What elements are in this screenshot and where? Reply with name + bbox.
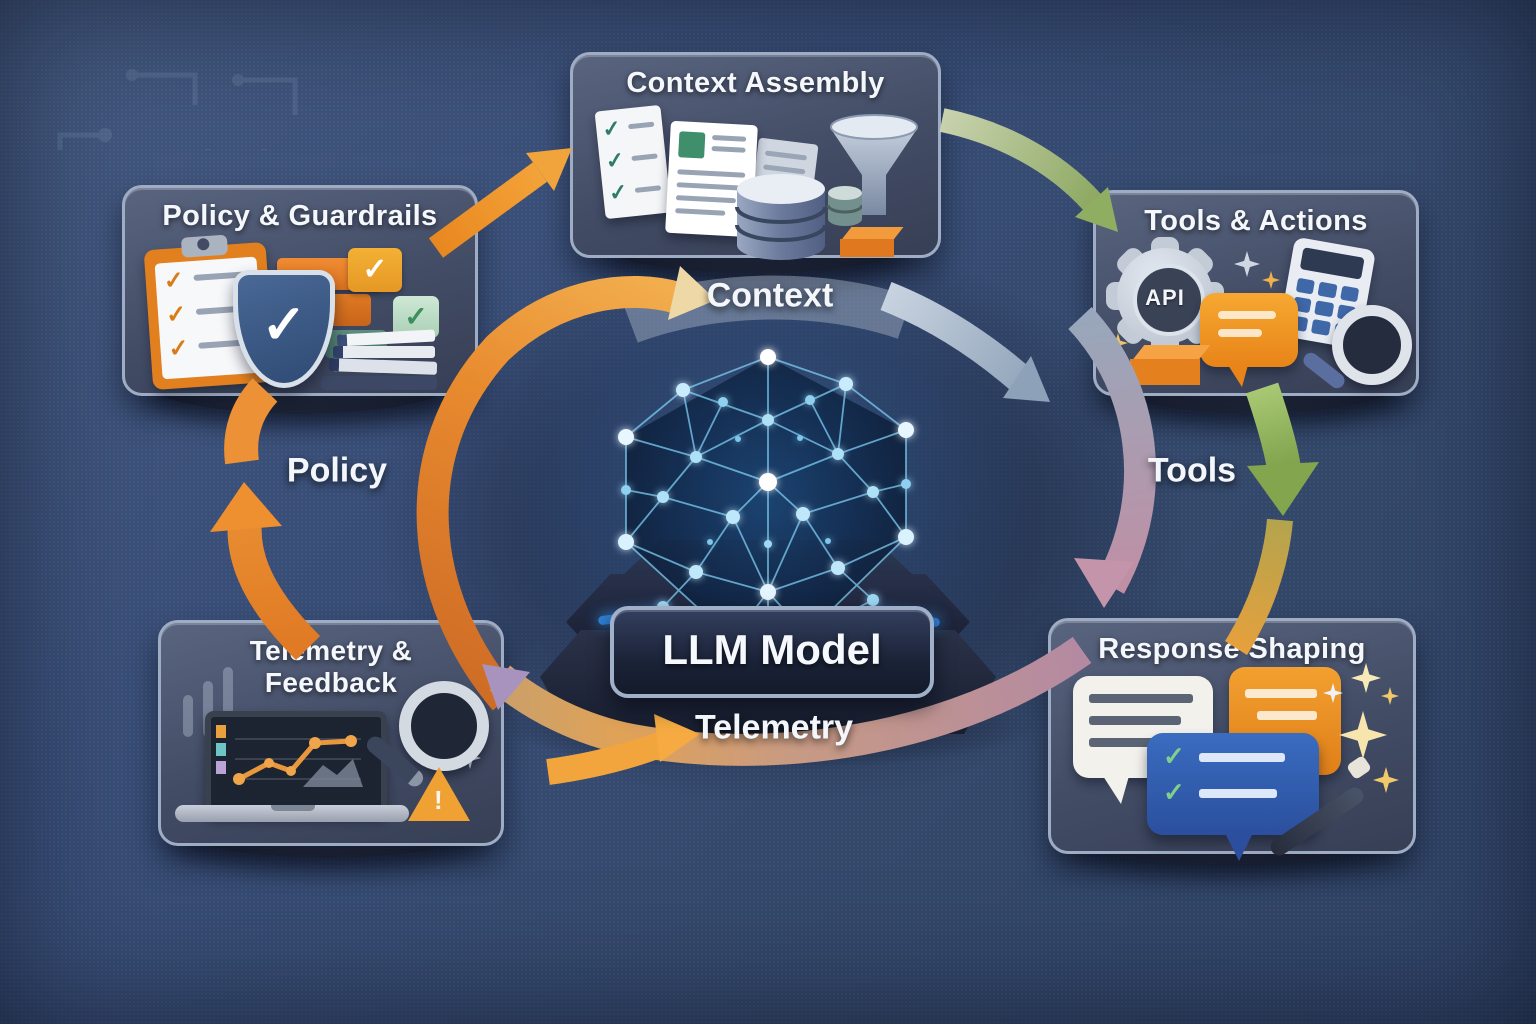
flow-label-policy: Policy: [286, 451, 388, 490]
check-glyph: [604, 147, 625, 175]
check-glyph: [1163, 777, 1185, 808]
laptop-base: [175, 805, 409, 822]
check-glyph: [404, 301, 427, 332]
line-chart-icon: [216, 725, 363, 787]
flow-label-telemetry: Telemetry: [694, 708, 854, 747]
line: [631, 153, 658, 162]
line: [764, 150, 808, 161]
tools-to-response-arrowhead: [1247, 462, 1319, 516]
analytics-laptop-screen: [205, 711, 387, 815]
line: [1218, 329, 1262, 337]
wand-stick: [1267, 784, 1367, 859]
line: [634, 185, 662, 193]
bar: [203, 681, 213, 737]
stage-title-context-assembly: Context Assembly: [626, 67, 885, 99]
magnifier-lens: [399, 681, 489, 771]
check-glyph: [362, 253, 387, 286]
key: [1317, 281, 1338, 299]
magnifier-lens: [1332, 305, 1412, 385]
check-glyph: [1163, 741, 1185, 772]
llm-model-label: LLM Model: [662, 626, 882, 673]
book: [333, 346, 435, 358]
stage-title-policy-guardrails: Policy & Guardrails: [162, 200, 438, 232]
laptop-notch: [271, 805, 315, 811]
api-gear-icon: API: [1106, 237, 1224, 355]
text-bubble-white-icon: [1073, 676, 1213, 804]
bubble-tail: [1225, 833, 1253, 861]
circuit-background: [0, 0, 300, 150]
bar: [183, 695, 193, 737]
flow-label-context: Context: [706, 276, 834, 315]
line: [1089, 738, 1159, 747]
check-glyph: [163, 266, 185, 296]
sparkle-icon: [1262, 271, 1280, 289]
triangle: [408, 767, 470, 821]
exclamation-glyph: !: [434, 785, 443, 815]
stage-response-shaping: Response Shaping: [1048, 618, 1416, 861]
context-to-tools-arrow: [939, 108, 1101, 211]
line: [675, 195, 737, 204]
telemetry-to-policy-arrowhead: [210, 482, 282, 532]
line: [628, 121, 655, 130]
checklist-bubble-blue-icon: [1147, 733, 1319, 861]
check-glyph: [165, 300, 187, 330]
line: [1199, 789, 1277, 798]
check-glyph: [261, 295, 306, 355]
line: [1245, 689, 1317, 698]
line: [1199, 753, 1285, 762]
stage-policy-guardrails: Policy & Guardrails: [122, 185, 478, 396]
magic-wand-icon: [1267, 751, 1393, 859]
line: [1257, 711, 1317, 720]
speech-bubble-icon: [1200, 293, 1298, 387]
line: [711, 145, 746, 153]
bar: [223, 667, 233, 737]
key: [1339, 285, 1360, 303]
sparkle-icon: [1234, 251, 1260, 277]
flow-label-tools: Tools: [1147, 451, 1237, 490]
stage-title-tools-actions: Tools & Actions: [1144, 205, 1368, 237]
stage-tools-actions: Tools & Actions API: [1093, 190, 1419, 396]
mini-database-icon: [826, 186, 864, 226]
wand-tip: [1345, 754, 1373, 781]
doc-thumbnail: [678, 131, 706, 159]
stage-telemetry-feedback: Telemetry & Feedback: [158, 620, 504, 846]
stage-context-assembly: Context Assembly: [570, 52, 941, 260]
funnel-icon: [830, 114, 918, 215]
key: [1311, 319, 1331, 336]
api-badge: API: [1145, 285, 1185, 310]
line: [1089, 716, 1181, 725]
line: [1089, 694, 1193, 703]
bubble-tail: [1103, 776, 1129, 804]
check-glyph: [601, 115, 622, 143]
book: [328, 358, 438, 375]
sparkle-icon: [1351, 663, 1381, 693]
approved-tile-orange-icon: [348, 248, 402, 292]
box-front: [1130, 359, 1200, 385]
bubble-tail: [1228, 365, 1248, 387]
check-glyph: [608, 179, 629, 207]
line: [675, 208, 726, 216]
database-stack-icon: [735, 174, 827, 260]
book-base: [321, 376, 437, 390]
sparkle-icon: [1381, 687, 1399, 705]
box-front: [840, 239, 894, 257]
key: [1295, 277, 1316, 295]
line: [1218, 311, 1276, 319]
checklist-page-icon: [594, 104, 672, 220]
line: [712, 134, 747, 142]
key: [1314, 300, 1334, 318]
calculator-screen: [1299, 247, 1365, 280]
policy-to-context-arrowhead: [526, 148, 572, 191]
stage-title-response-shaping: Response Shaping: [1098, 633, 1366, 665]
check-glyph: [168, 334, 190, 364]
llm-model-plaque: LLM Model: [610, 606, 934, 698]
